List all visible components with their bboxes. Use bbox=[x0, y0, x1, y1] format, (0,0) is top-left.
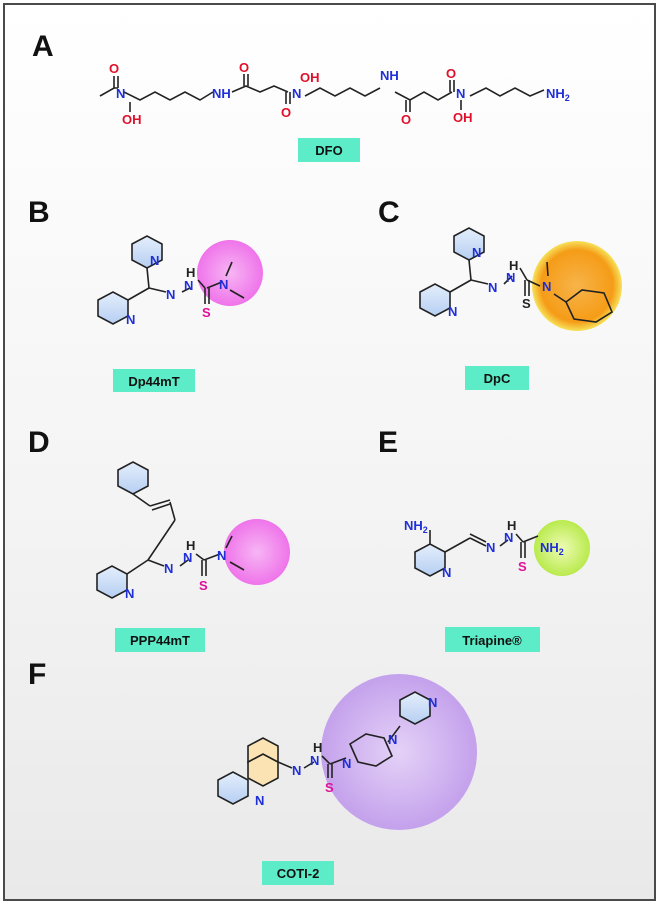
triapine-n-imine: N bbox=[486, 540, 495, 555]
triapine-structure bbox=[414, 530, 539, 577]
dp44mt-h: H bbox=[186, 265, 195, 280]
dp44mt-n-ring1: N bbox=[150, 253, 159, 268]
ppp44mt-h: H bbox=[186, 538, 195, 553]
triapine-name: Triapine® bbox=[462, 633, 522, 648]
dpc-s: S bbox=[522, 296, 531, 311]
dp44mt-n-ring2: N bbox=[126, 312, 135, 327]
dp44mt-highlight bbox=[197, 240, 263, 306]
triapine-n-ring: N bbox=[442, 565, 451, 580]
dfo-oh3: OH bbox=[453, 110, 473, 125]
panel-label-d: D bbox=[28, 426, 50, 459]
dpc-name: DpC bbox=[484, 371, 511, 386]
panel-label-c: C bbox=[378, 196, 400, 229]
dp44mt-structure bbox=[97, 235, 245, 325]
dfo-atoms: O N OH NH O O N OH NH O O N OH NH2 bbox=[109, 60, 570, 127]
dp44mt-n-hydrazine: N bbox=[184, 278, 193, 293]
triapine-s: S bbox=[518, 559, 527, 574]
ppp44mt-n-hydrazine: N bbox=[183, 550, 192, 565]
dfo-nh2-terminal: NH2 bbox=[546, 86, 570, 103]
dpc-tag bbox=[465, 366, 529, 390]
dfo-n2: N bbox=[292, 86, 301, 101]
dp44mt-tag bbox=[113, 369, 195, 392]
ppp44mt-atoms: N N N H N S bbox=[125, 538, 226, 601]
dpc-structure bbox=[419, 227, 614, 323]
dfo-nh1: NH bbox=[212, 86, 231, 101]
dfo-oh1: OH bbox=[122, 112, 142, 127]
panel-label-a: A bbox=[32, 30, 54, 63]
coti2-structure bbox=[217, 691, 431, 805]
coti2-h: H bbox=[313, 740, 322, 755]
dfo-n1: N bbox=[116, 86, 125, 101]
triapine-n-hydrazine: N bbox=[504, 530, 513, 545]
panel-label-e: E bbox=[378, 426, 398, 459]
dp44mt-s: S bbox=[202, 305, 211, 320]
dfo-o3: O bbox=[281, 105, 291, 120]
triapine-nh2-ring: NH2 bbox=[404, 518, 428, 535]
ppp44mt-highlight bbox=[224, 519, 290, 585]
dpc-n-ring1: N bbox=[472, 245, 481, 260]
dfo-o4: O bbox=[401, 112, 411, 127]
ppp44mt-tag bbox=[115, 628, 205, 652]
dpc-atoms: N N N N H N S bbox=[448, 245, 551, 319]
dpc-n-ring2: N bbox=[448, 304, 457, 319]
dpc-n-imine: N bbox=[488, 280, 497, 295]
dfo-n3: N bbox=[456, 86, 465, 101]
dfo-oh2: OH bbox=[300, 70, 320, 85]
triapine-nh2-terminal: NH2 bbox=[540, 540, 564, 557]
triapine-tag bbox=[445, 627, 540, 652]
coti2-n-piperazine1: N bbox=[342, 756, 351, 771]
panel-label-b: B bbox=[28, 196, 50, 229]
coti2-highlight bbox=[321, 674, 477, 830]
ppp44mt-n-imine: N bbox=[164, 561, 173, 576]
dpc-n-amine: N bbox=[542, 279, 551, 294]
coti2-tag bbox=[262, 861, 334, 885]
dfo-o1: O bbox=[109, 61, 119, 76]
triapine-h: H bbox=[507, 518, 516, 533]
dfo-tag bbox=[298, 138, 360, 162]
coti2-n-ring: N bbox=[255, 793, 264, 808]
triapine-atoms: NH2 N N N H NH2 S bbox=[404, 518, 564, 580]
ppp44mt-s: S bbox=[199, 578, 208, 593]
triapine-highlight bbox=[534, 520, 590, 576]
dp44mt-n-amine: N bbox=[219, 277, 228, 292]
dfo-structure bbox=[99, 74, 545, 112]
ppp44mt-name: PPP44mT bbox=[130, 633, 190, 648]
coti2-n-piperazine2: N bbox=[388, 732, 397, 747]
coti2-n-hydrazine: N bbox=[310, 753, 319, 768]
coti2-n-pyridine: N bbox=[428, 695, 437, 710]
ppp44mt-n-ring: N bbox=[125, 586, 134, 601]
ppp44mt-structure bbox=[96, 461, 245, 599]
dfo-name: DFO bbox=[315, 143, 342, 158]
dp44mt-name: Dp44mT bbox=[128, 374, 179, 389]
coti2-n-imine: N bbox=[292, 763, 301, 778]
dfo-o5: O bbox=[446, 66, 456, 81]
ppp44mt-n-amine: N bbox=[217, 548, 226, 563]
dpc-n-hydrazine: N bbox=[506, 270, 515, 285]
dfo-nh2: NH bbox=[380, 68, 399, 83]
coti2-atoms: N N N H N N N S bbox=[255, 695, 437, 808]
dfo-o2: O bbox=[239, 60, 249, 75]
coti2-name: COTI-2 bbox=[277, 866, 320, 881]
dpc-highlight bbox=[532, 241, 622, 331]
dp44mt-n-imine: N bbox=[166, 287, 175, 302]
dpc-h: H bbox=[509, 258, 518, 273]
coti2-s: S bbox=[325, 780, 334, 795]
panel-label-f: F bbox=[28, 658, 46, 691]
dp44mt-atoms: N N N N H N S bbox=[126, 253, 228, 327]
